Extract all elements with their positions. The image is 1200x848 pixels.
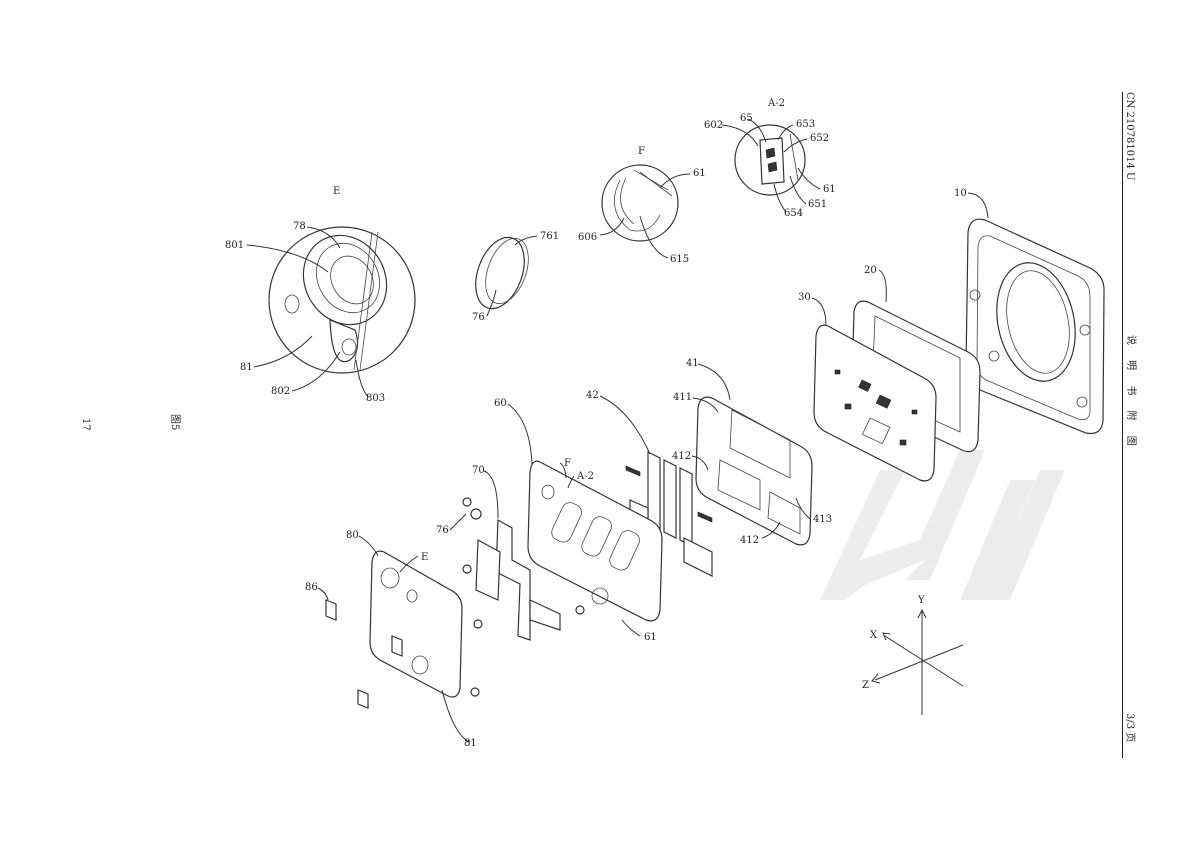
callout-60: 60 [494,398,507,409]
callout-80: 80 [346,530,359,541]
part-70-bracket [475,518,561,641]
callout-81-e: 81 [240,362,253,373]
page-number: 17 [80,418,91,431]
part-10-front-frame [965,218,1105,435]
part-76-disk [475,236,529,310]
axis-z-label: Z [862,680,869,691]
callout-42: 42 [586,390,599,401]
callout-e-marker: E [421,552,428,563]
callout-f-marker: F [564,458,571,469]
header-rule [1122,92,1123,758]
detail-a2-title: A-2 [767,98,785,109]
screws [325,497,585,709]
callout-20: 20 [864,265,877,276]
callout-606: 606 [578,232,597,243]
detail-f-title: F [638,146,645,157]
callout-76-small: 76 [436,525,449,536]
part-60-plate [527,460,663,622]
callout-412-top: 412 [672,451,691,462]
callout-61-main: 61 [644,632,657,643]
coordinate-axes: Y X Z [862,595,964,715]
callout-76-disk: 76 [472,312,485,323]
callout-801: 801 [225,240,244,251]
figure-caption: 图5 [169,414,181,430]
callout-411: 411 [673,392,692,403]
callout-803: 803 [366,393,385,404]
axis-y-label: Y [917,595,925,606]
patent-number: CN 210781014 U [1124,92,1135,180]
callout-41: 41 [686,358,699,369]
watermark-logo [820,450,1065,600]
callout-81-main: 81 [464,738,477,749]
detail-a2: A-2 [734,98,806,196]
part-41-shield [695,396,813,546]
callout-761: 761 [540,231,559,242]
callout-61-a2: 61 [823,184,836,195]
callout-labels: 10 20 30 41 411 412 412 413 42 60 61 61 … [225,113,967,749]
callout-30: 30 [798,292,811,303]
callout-802: 802 [271,386,290,397]
callout-412-bottom: 412 [740,535,759,546]
callout-654: 654 [784,208,803,219]
page-indicator: 3/3 页 [1124,713,1136,742]
detail-f: F [601,146,679,242]
callout-413: 413 [813,514,832,525]
callout-651: 651 [808,199,827,210]
part-80-plate [369,550,463,698]
callout-652: 652 [810,133,829,144]
part-42-pads [625,451,713,577]
detail-e: E [268,186,416,374]
callout-65: 65 [740,113,753,124]
callout-602: 602 [704,120,723,131]
axis-x-label: X [870,630,878,641]
part-30-circuit-board [813,324,937,482]
callout-86: 86 [305,582,318,593]
callout-615: 615 [670,254,689,265]
callout-70: 70 [472,465,485,476]
callout-10: 10 [954,188,967,199]
section-title: 说 明 书 附 图 [1125,335,1138,452]
callout-61-f: 61 [693,168,706,179]
detail-e-title: E [333,186,340,197]
callout-653: 653 [796,119,815,130]
callout-a2-marker: A-2 [576,471,594,482]
callout-78: 78 [293,221,306,232]
leader-lines [246,118,989,743]
